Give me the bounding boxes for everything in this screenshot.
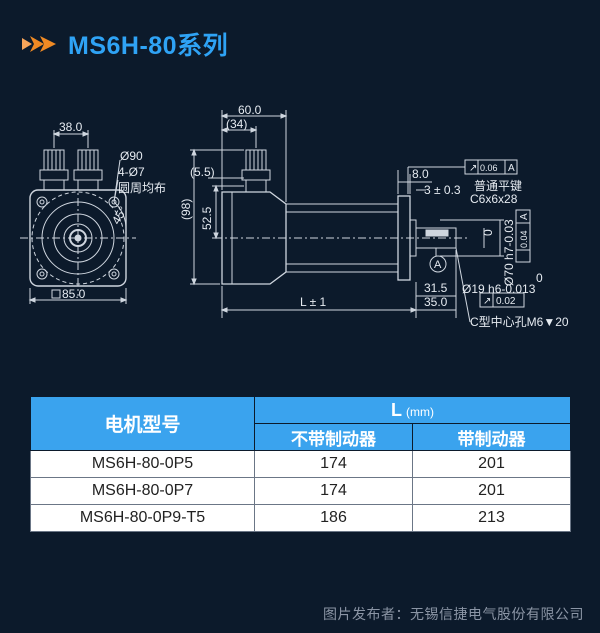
cell-no-brake: 186 bbox=[254, 504, 413, 532]
dim-dia-90: Ø90 bbox=[120, 149, 143, 163]
dim-8: 8.0 bbox=[412, 167, 429, 181]
cell-brake: 201 bbox=[411, 450, 572, 478]
holes-note: 圆周均布 bbox=[118, 181, 166, 195]
cell-model: MS6H-80-0P9-T5 bbox=[30, 504, 255, 532]
front-view bbox=[20, 130, 136, 304]
dim-34: (34) bbox=[226, 117, 247, 131]
dim-38: 38.0 bbox=[59, 120, 83, 134]
tol-right-value: 0.04 bbox=[519, 230, 529, 248]
dim-shaft: Ø19 h6-0.013 bbox=[462, 282, 536, 296]
double-arrow-icon bbox=[22, 36, 56, 52]
dim-31-5: 31.5 bbox=[424, 281, 448, 295]
dim-length: L ± 1 bbox=[300, 295, 326, 309]
page-title: MS6H-80系列 bbox=[68, 32, 229, 60]
header-length: L(mm) bbox=[253, 396, 572, 424]
footer-credit: 图片发布者：无锡信捷电气股份有限公司 bbox=[323, 606, 584, 622]
table-row: MS6H-80-0P5 174 201 bbox=[30, 450, 572, 478]
page-header: MS6H-80系列 bbox=[22, 26, 228, 62]
runout-value: 0.02 bbox=[496, 296, 516, 307]
cell-brake: 201 bbox=[411, 477, 572, 505]
key-size: C6x6x28 bbox=[470, 192, 518, 206]
cell-model: MS6H-80-0P5 bbox=[30, 450, 255, 478]
dim-35: 35.0 bbox=[424, 295, 448, 309]
side-view bbox=[190, 110, 531, 323]
table-row: MS6H-80-0P9-T5 186 213 bbox=[30, 504, 572, 532]
table-row: MS6H-80-0P7 174 201 bbox=[30, 477, 572, 505]
dim-5-5: (5.5) bbox=[190, 165, 215, 179]
runout-symbol: ↗ bbox=[483, 296, 491, 307]
tol-right-ref: A bbox=[519, 213, 530, 220]
key-label: 普通平键 bbox=[474, 179, 522, 193]
dim-52-5: 52.5 bbox=[200, 206, 214, 230]
header-brake: 带制动器 bbox=[411, 423, 572, 451]
cell-model: MS6H-80-0P7 bbox=[30, 477, 255, 505]
tol-top-value: 0.06 bbox=[480, 163, 498, 173]
shaft-zero: 0 bbox=[536, 271, 543, 285]
dim-98: (98) bbox=[179, 199, 193, 220]
dim-3: 3 ± 0.3 bbox=[424, 183, 461, 197]
tol-top-ref: A bbox=[508, 163, 515, 174]
header-model: 电机型号 bbox=[30, 396, 255, 451]
header-length-unit: (mm) bbox=[406, 404, 434, 419]
center-hole: C型中心孔M6▼20 bbox=[470, 314, 569, 329]
dimension-drawing: 38.0 Ø90 4-Ø7 圆周均布 45° 85.0 60.0 (34) (5… bbox=[20, 103, 569, 329]
cell-no-brake: 174 bbox=[254, 477, 413, 505]
spec-table: 电机型号 L(mm) 不带制动器 带制动器 MS6H-80-0P5 174 20… bbox=[30, 396, 572, 532]
dim-60: 60.0 bbox=[238, 103, 262, 117]
datum-a: A bbox=[434, 259, 442, 271]
cell-no-brake: 174 bbox=[254, 450, 413, 478]
tol-top-symbol: ↗ bbox=[469, 163, 477, 174]
header-length-label: L bbox=[391, 399, 403, 420]
header-no-brake: 不带制动器 bbox=[254, 423, 413, 451]
dim-holes: 4-Ø7 bbox=[118, 165, 145, 179]
dim-spigot: Ø70 h7-0.03 bbox=[502, 219, 516, 286]
spigot-zero: 0 bbox=[481, 229, 495, 236]
dim-85: 85.0 bbox=[62, 287, 86, 301]
cell-brake: 213 bbox=[411, 504, 572, 532]
